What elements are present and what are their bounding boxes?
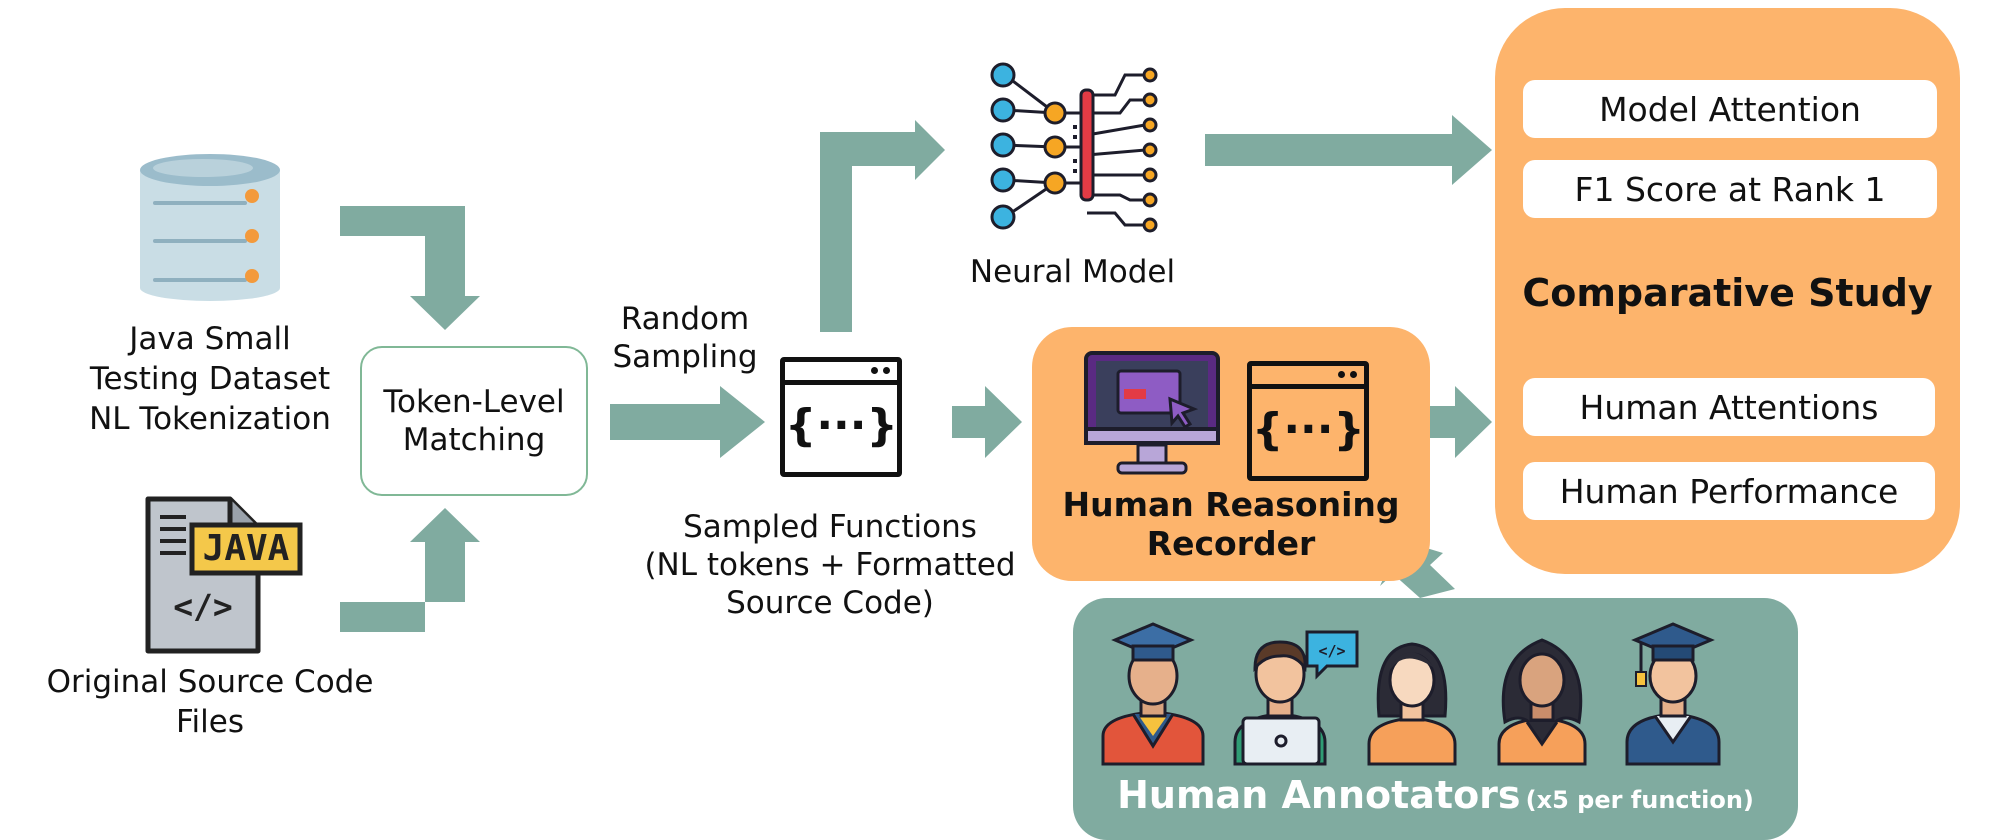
human-performance-item: Human Performance	[1523, 462, 1935, 520]
svg-text:</>: </>	[1318, 642, 1345, 660]
arrow-recorder-to-study	[1422, 386, 1492, 458]
graduate-man-icon	[1625, 622, 1721, 766]
comparative-study-box: Model Attention F1 Score at Rank 1 Compa…	[1495, 8, 1960, 574]
java-badge: JAVA	[202, 528, 290, 569]
code-tag-glyph: </>	[173, 587, 233, 626]
annotators-illustration: </>	[1101, 622, 1721, 766]
random-sampling-label: Random Sampling	[605, 300, 765, 376]
arrow-dataset-to-matching	[340, 206, 480, 330]
java-file-shape	[145, 496, 303, 654]
neural-network-icon	[990, 62, 1158, 233]
window-dot-icon	[871, 367, 878, 374]
annotators-box: </>	[1073, 598, 1798, 840]
random-sampling-line-1: Random	[620, 301, 750, 337]
f1-score-item: F1 Score at Rank 1	[1523, 160, 1937, 218]
sampled-label-line-2: (NL tokens + Formatted	[644, 547, 1016, 583]
recorder-code-window-icon: {···}	[1247, 361, 1369, 481]
curly-haired-woman-icon	[1497, 638, 1587, 766]
recorder-label-line-1: Human Reasoning	[1062, 485, 1400, 524]
annotators-caption: Human Annotators (x5 per function)	[1073, 770, 1798, 828]
sampled-label-line-3: Source Code)	[726, 585, 934, 621]
java-file-icon: JAVA </>	[140, 495, 305, 655]
graduate-person-icon	[1101, 622, 1205, 766]
recorder-code-braces-glyph: {···}	[1252, 404, 1365, 455]
arrow-matching-to-sampled	[610, 386, 765, 458]
random-sampling-line-2: Sampling	[612, 339, 758, 375]
source-label-line-1: Original Source Code	[46, 664, 374, 700]
monitor-icon	[1084, 351, 1220, 475]
arrow-source-to-matching	[340, 508, 480, 632]
recorder-label-line-2: Recorder	[1146, 524, 1316, 563]
woman-person-icon	[1367, 642, 1457, 766]
developer-person-icon: </>	[1233, 630, 1359, 766]
window-dot-icon	[883, 367, 890, 374]
model-attention-item: Model Attention	[1523, 80, 1937, 138]
human-attentions-item: Human Attentions	[1523, 378, 1935, 436]
sampled-functions-label: Sampled Functions (NL tokens + Formatted…	[640, 508, 1020, 622]
token-matching-line-2: Matching	[402, 422, 546, 458]
annotators-title: Human Annotators	[1117, 773, 1521, 817]
recorder-label: Human Reasoning Recorder	[1032, 485, 1430, 563]
database-icon	[140, 154, 280, 301]
code-window-icon: {···}	[780, 357, 902, 477]
sampled-label-line-1: Sampled Functions	[683, 509, 977, 545]
arrow-sampled-to-neural	[820, 120, 945, 332]
dataset-label-line-2: Testing Dataset	[89, 361, 331, 397]
window-titlebar	[1252, 384, 1364, 389]
comparative-study-title: Comparative Study	[1522, 271, 1933, 315]
dataset-label-line-3: NL Tokenization	[89, 401, 331, 437]
source-label: Original Source Code Files	[25, 662, 395, 742]
reasoning-recorder-box: {···} Human Reasoning Recorder	[1032, 327, 1430, 581]
token-matching-line-1: Token-Level	[383, 384, 565, 420]
code-braces-glyph: {···}	[785, 400, 898, 451]
window-titlebar	[785, 380, 897, 385]
dataset-label-line-1: Java Small	[129, 321, 291, 357]
token-matching-box: Token-Level Matching	[360, 346, 588, 496]
arrow-neural-to-study	[1205, 115, 1492, 185]
annotators-note: (x5 per function)	[1525, 786, 1754, 814]
window-dot-icon	[1338, 371, 1345, 378]
arrow-sampled-to-recorder	[952, 386, 1022, 458]
dataset-label: Java Small Testing Dataset NL Tokenizati…	[60, 319, 360, 439]
window-dot-icon	[1350, 371, 1357, 378]
source-label-line-2: Files	[175, 704, 245, 740]
neural-model-label: Neural Model	[969, 254, 1176, 290]
